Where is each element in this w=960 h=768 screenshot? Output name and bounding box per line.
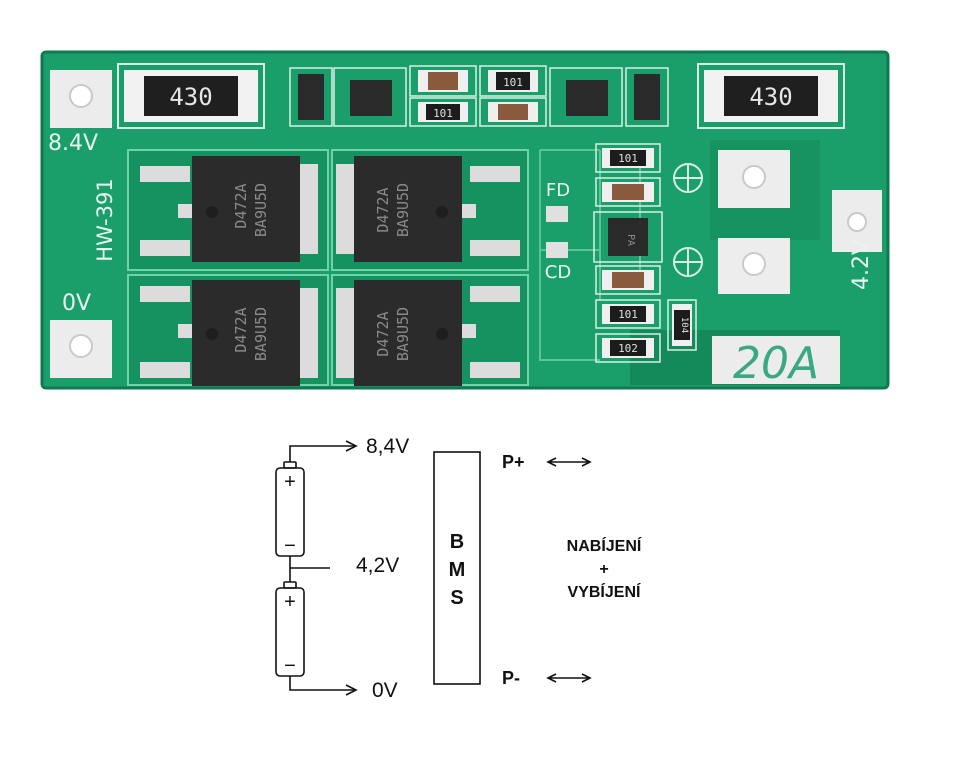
mode-line-3: VYBÍJENÍ [568,582,641,601]
mosfet-2: D472A BA9U5D [336,156,520,262]
cd-label: CD [545,262,571,283]
mode-line-1: NABÍJENÍ [567,536,642,555]
smd-label-top-2: 101 [433,107,453,120]
pad-0v [50,320,112,378]
mosfet-4-line1: D472A [374,311,392,356]
shunt-right-label: 430 [749,83,792,111]
voltage-mid-label: 4,2V [356,554,399,577]
top-smd-row [289,65,669,127]
ic-mark: PA [625,234,636,246]
mosfet-1-line1: D472A [232,183,250,228]
rating-badge: 20A [712,336,840,389]
pad-4v2 [832,190,882,252]
mosfet-2-line2: BA9U5D [394,183,412,237]
pad-p-minus [718,238,790,294]
p-plus-label: P+ [502,452,525,472]
pad-8v4 [50,70,112,128]
mosfet-3: D472A BA9U5D [140,280,318,386]
rating-label: 20A [733,338,819,389]
p-minus-label: P- [502,668,520,688]
fd-label: FD [546,180,570,201]
shunt-left-label: 430 [169,83,212,111]
smd-label-101-b: 101 [618,308,638,321]
cell-signs: + − + − [284,471,296,677]
voltage-top-label: 8,4V [366,435,409,458]
fiducial-marks [673,163,703,277]
board-label-0v: 0V [62,291,91,316]
voltage-bottom-label: 0V [372,679,398,702]
mode-line-2: + [599,561,608,578]
top-smd-bodies: 101 101 [298,70,660,122]
mosfet-4-line2: BA9U5D [394,307,412,361]
board-model-label: HW-391 [93,178,117,261]
mosfet-1-line2: BA9U5D [252,183,270,237]
right-smd-group: 101 PA 101 102 104 [593,143,697,363]
bms-box-label: B M S [449,531,466,609]
mosfet-3-line1: D472A [232,307,250,352]
board-label-8v4: 8.4V [48,131,98,156]
battery-diagram [275,440,592,696]
bms-letter-s: S [450,587,463,609]
mode-label: NABÍJENÍ + VYBÍJENÍ [567,536,642,601]
bms-letter-b: B [450,531,464,553]
pad-p-plus [718,150,790,208]
smd-label-102: 102 [618,342,638,355]
bms-letter-m: M [449,559,466,581]
smd-label-101-a: 101 [618,152,638,165]
cell-2-minus: − [284,655,296,677]
fd-cd-pads: FD CD [545,180,571,283]
shunt-resistor-left: 430 [117,63,265,129]
mosfet-2-line1: D472A [374,187,392,232]
shunt-resistor-right: 430 [697,63,845,129]
mosfet-4: D472A BA9U5D [336,280,520,386]
cell-1-plus: + [284,471,296,493]
smd-label-104: 104 [679,317,689,333]
cell-2-plus: + [284,591,296,613]
smd-label-top-1: 101 [503,76,523,89]
mosfet-1: D472A BA9U5D [140,156,318,262]
board-label-4v2: 4.2V [849,240,874,290]
cell-1-minus: − [284,535,296,557]
mosfet-3-line2: BA9U5D [252,307,270,361]
